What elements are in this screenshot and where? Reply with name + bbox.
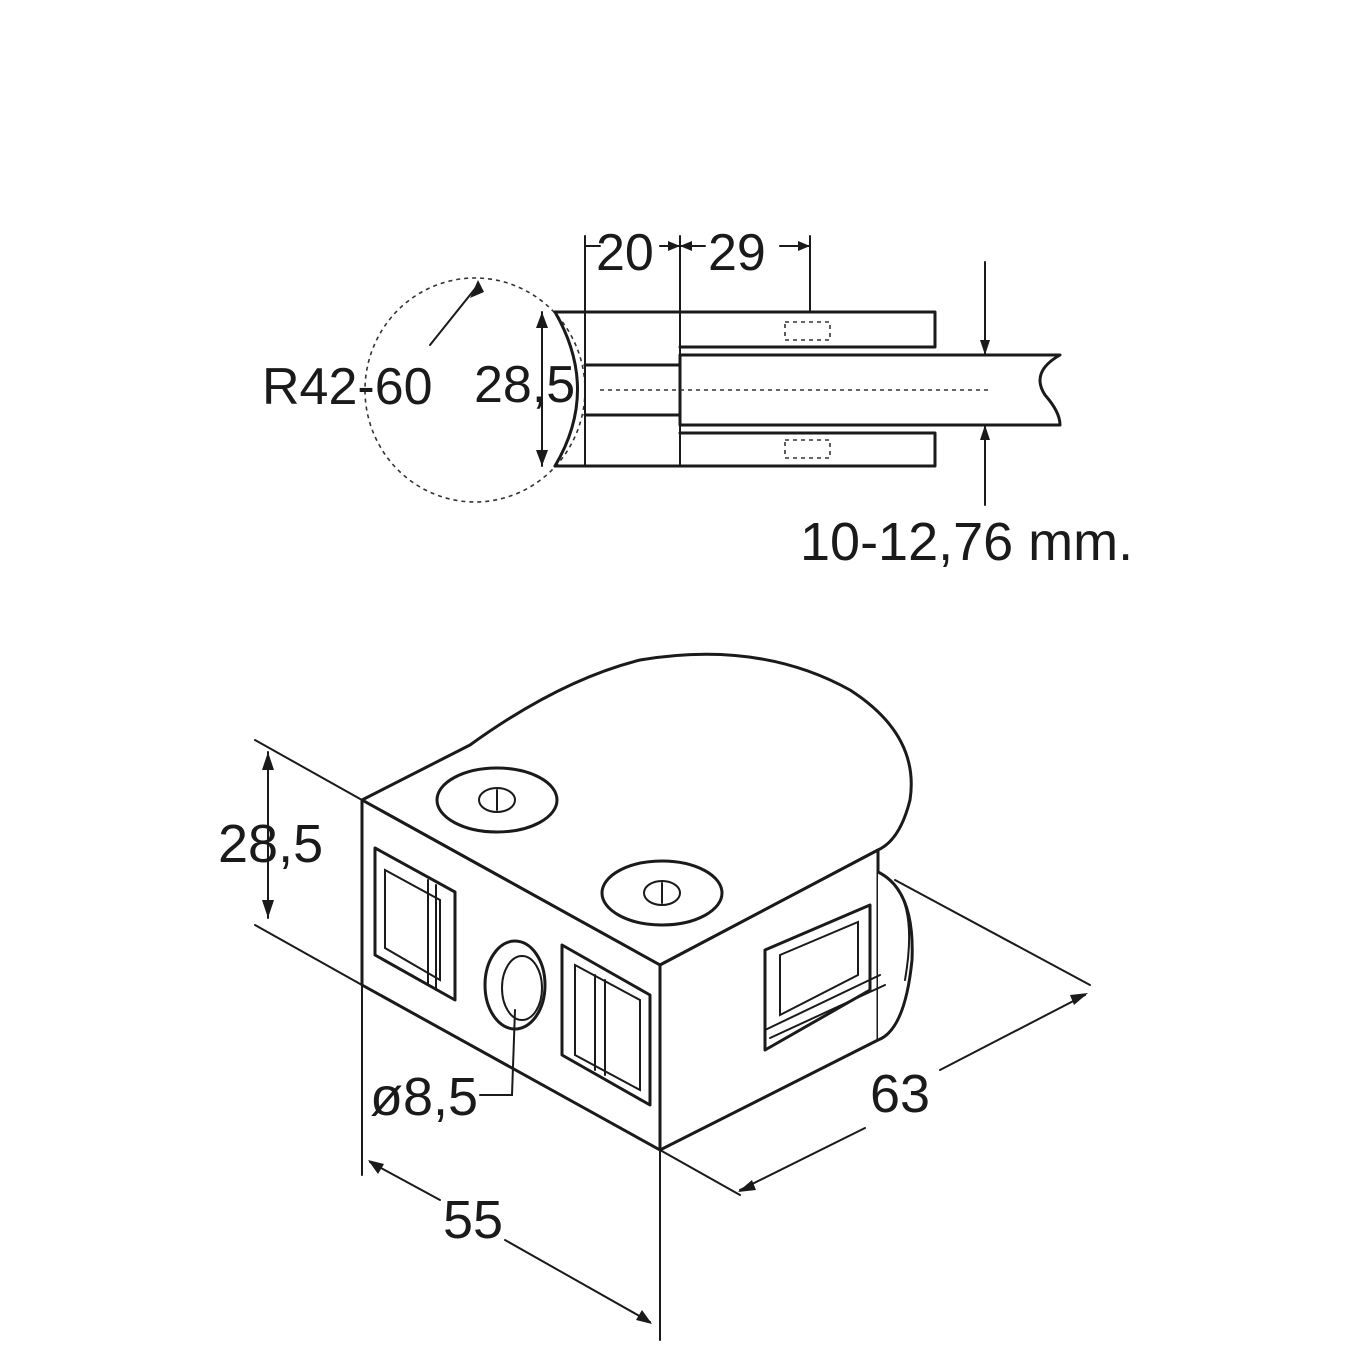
screw-2-icon: [600, 859, 724, 927]
front-slot-right: [560, 943, 652, 1107]
depth-b-label: 29: [708, 224, 766, 282]
glass-panel: [678, 353, 1062, 427]
clamp-arc: [553, 310, 579, 468]
front-slot-left: [373, 846, 457, 1002]
glass-slot: [763, 903, 872, 1052]
hidden-screw-top: [784, 321, 831, 341]
hole-label: ø8,5: [370, 1067, 478, 1127]
radius-leader: [429, 284, 479, 346]
iso-view: 28,5 ø8,5 55 63: [218, 652, 1091, 1341]
center-pin: [583, 363, 682, 417]
hidden-screw-bottom: [784, 439, 831, 459]
rear-jaw: [876, 870, 914, 1042]
section-height-label: 28,5: [474, 356, 575, 414]
iso-width-dim-line: [369, 1161, 441, 1201]
screw-1-icon: [435, 766, 559, 834]
depth-a-label: 20: [596, 224, 654, 282]
glass-thickness-label: 10-12,76 mm.: [800, 512, 1133, 572]
upper-jaw: [553, 310, 937, 349]
lower-jaw: [553, 431, 937, 468]
clamp-top-face: [360, 652, 913, 967]
radius-label: R42-60: [262, 358, 433, 416]
width-label: 55: [443, 1190, 503, 1250]
iso-length-dim-line: [739, 1127, 866, 1191]
radius-arrow: [470, 280, 484, 298]
length-label: 63: [870, 1064, 930, 1124]
iso-height-label: 28,5: [218, 814, 323, 874]
section-view: R42-60 28,5 20 29 10-12,76 mm.: [262, 224, 1133, 572]
